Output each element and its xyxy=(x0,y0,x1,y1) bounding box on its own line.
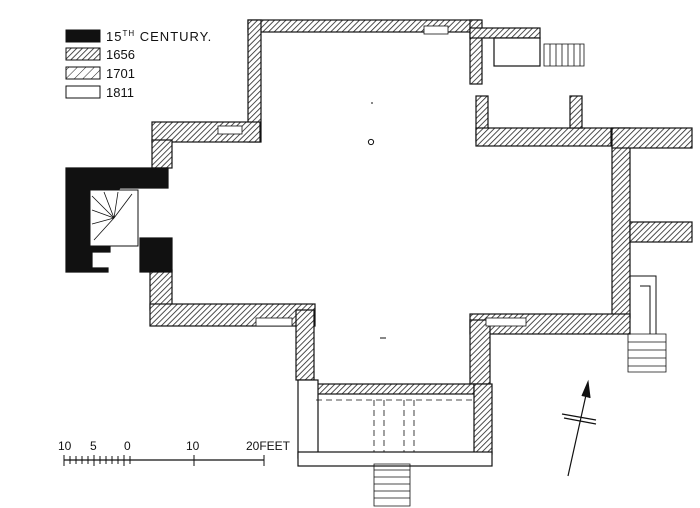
ne-room-wall-bottom xyxy=(475,127,612,147)
spiral-stair-treads xyxy=(91,191,133,241)
porch-steps xyxy=(373,463,411,507)
se-annex xyxy=(630,275,657,334)
north-arrow-head xyxy=(581,379,591,399)
scale-bar-ticks xyxy=(63,455,265,466)
north-arrow xyxy=(561,379,597,477)
porch-dashed-lines xyxy=(316,399,472,452)
wall-east-top xyxy=(611,127,693,149)
wall-east-middle xyxy=(629,221,693,243)
walls xyxy=(65,19,693,467)
ne-stair-enclosure xyxy=(493,37,541,67)
scale-label-10-left: 10 xyxy=(58,439,72,453)
legend-label-1656: 1656 xyxy=(106,47,135,62)
legend-label-15th-century: 15TH CENTURY. xyxy=(106,29,212,44)
north-arrow-cross-2 xyxy=(563,417,597,425)
wall-porch-west xyxy=(295,309,315,381)
legend-swatch-1701 xyxy=(65,66,101,80)
window-south-east xyxy=(485,317,527,327)
north-arrow-shaft xyxy=(567,385,589,477)
stair-tower-pier xyxy=(139,237,173,273)
legend: 15TH CENTURY. 1656 1701 1811 xyxy=(65,29,212,100)
ne-stair-treads xyxy=(543,43,585,67)
window-north xyxy=(423,25,449,35)
scale-label-0: 0 xyxy=(124,439,131,453)
legend-swatch-15th-century xyxy=(65,29,101,43)
wall-west-upper xyxy=(151,139,173,169)
wall-west-top xyxy=(151,121,261,143)
legend-label-1701: 1701 xyxy=(106,66,135,81)
se-stair xyxy=(627,333,667,373)
legend-label-1811: 1811 xyxy=(106,85,134,100)
interior-marks xyxy=(371,102,386,339)
legend-swatch-1656 xyxy=(65,47,101,61)
scale-label-20-feet: 20FEET xyxy=(246,439,291,453)
scale-label-10-right: 10 xyxy=(186,439,200,453)
wall-porch-east-lower xyxy=(473,383,493,455)
wall-east-main xyxy=(611,127,631,319)
ne-room-wall-right xyxy=(569,95,583,129)
window-west xyxy=(217,125,243,135)
interior-details xyxy=(89,25,667,507)
window-south-west xyxy=(255,317,293,327)
legend-swatch-1811 xyxy=(65,85,101,99)
scale-bar: 10 5 0 10 20FEET xyxy=(58,439,291,466)
wall-porch-mid xyxy=(311,383,475,395)
wall-ne-top xyxy=(469,27,541,39)
wall-porch-east xyxy=(469,319,491,385)
scale-label-5: 5 xyxy=(90,439,97,453)
north-arrow-cross xyxy=(561,413,597,421)
porch-base xyxy=(297,451,493,467)
porch-1811 xyxy=(297,379,319,459)
font-marker xyxy=(367,138,375,146)
